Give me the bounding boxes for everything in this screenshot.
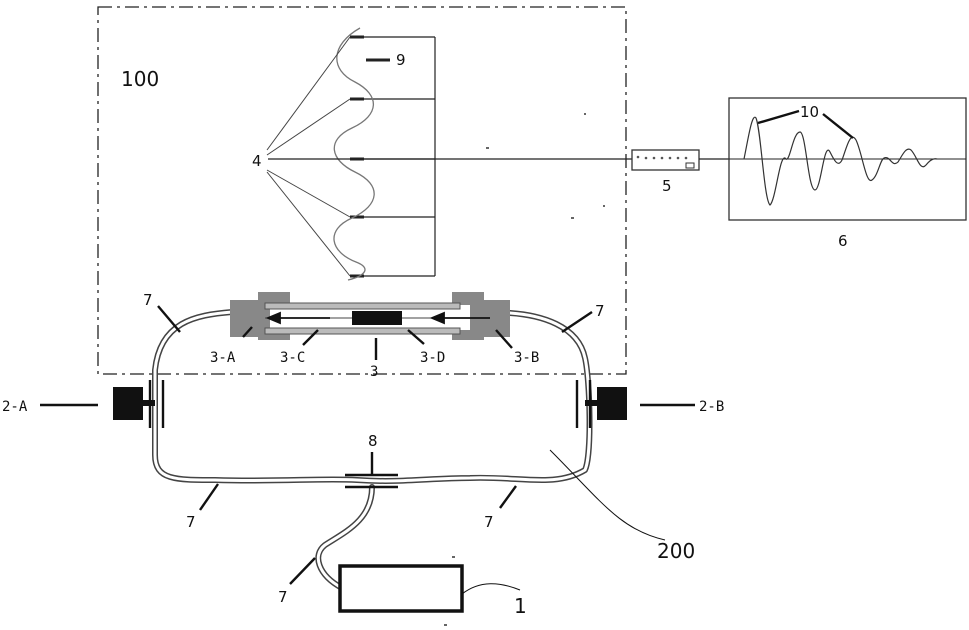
label-7-bottom: 7: [278, 588, 288, 606]
label-2A: 2-A: [2, 399, 28, 415]
label-3C: 3-C: [280, 350, 305, 366]
label-7-lower-right: 7: [484, 513, 494, 531]
sensor-comb: [350, 37, 435, 276]
label-4: 4: [252, 152, 262, 170]
box-1: [340, 566, 462, 611]
label-3A: 3-A: [210, 350, 236, 366]
label-10: 10: [800, 103, 819, 121]
label-5: 5: [662, 177, 672, 195]
display-6: [729, 98, 966, 220]
label-9: 9: [396, 51, 406, 69]
sample-cell-3: [230, 292, 510, 340]
wavy-curve: [334, 28, 374, 280]
label-2B: 2-B: [699, 399, 724, 415]
label-1: 1: [514, 594, 527, 618]
label-3B: 3-B: [514, 350, 539, 366]
label-200: 200: [657, 539, 695, 563]
label-6: 6: [838, 232, 848, 250]
label-7-lower-left: 7: [186, 513, 196, 531]
label-100: 100: [121, 67, 159, 91]
valve-2B: [577, 380, 695, 428]
label-3D: 3-D: [420, 350, 445, 366]
leader-lines-4: [267, 37, 350, 276]
label-7-upper-left: 7: [143, 291, 153, 309]
label-3: 3: [370, 364, 378, 380]
valve-2A: [40, 380, 163, 428]
label-7-upper-right: 7: [595, 302, 605, 320]
specks: [444, 113, 605, 626]
label-8: 8: [368, 432, 378, 450]
device-5: [632, 150, 699, 170]
